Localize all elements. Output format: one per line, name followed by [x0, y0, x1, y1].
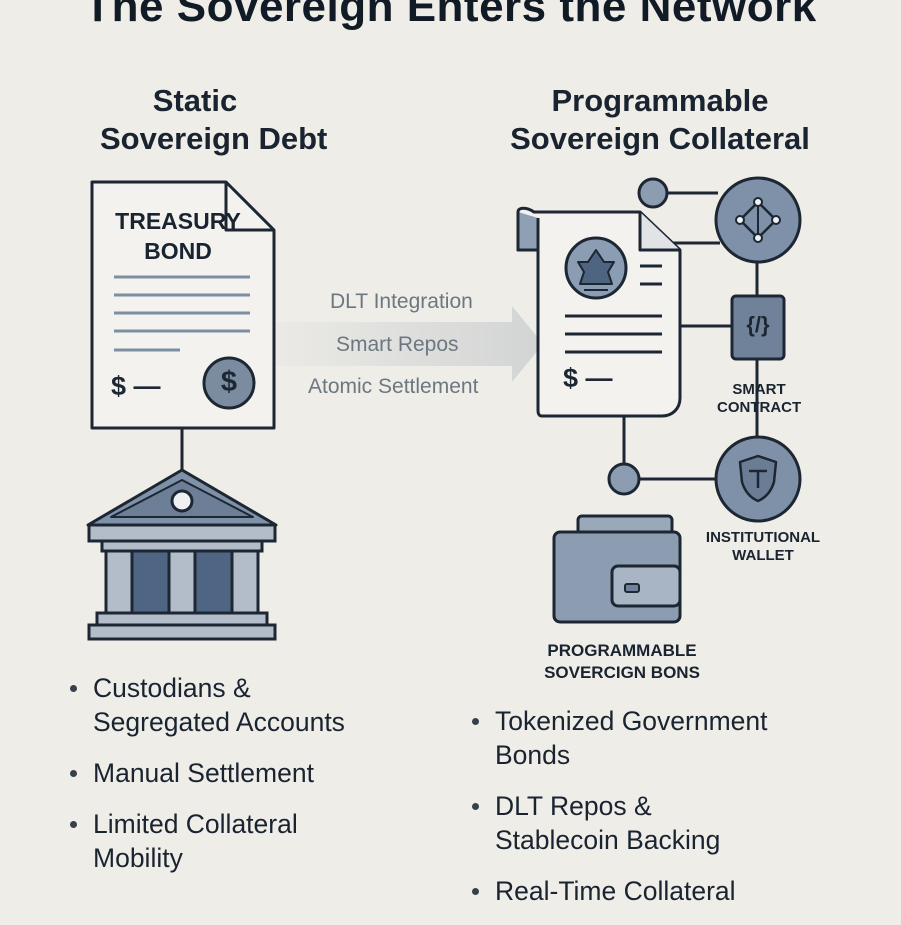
- network-node-icon: [637, 177, 669, 209]
- list-item: Tokenized Government Bonds: [470, 704, 768, 772]
- list-item: Real-Time Collateral: [470, 874, 768, 908]
- list-item: Limited Collateral Mobility: [68, 807, 345, 875]
- transition-item-atomic-settlement: Atomic Settlement: [308, 375, 479, 398]
- central-bank-icon: [86, 468, 278, 641]
- page-title: The Sovereign Enters the Network: [84, 0, 817, 31]
- treasury-label-line-2: BOND: [144, 238, 212, 264]
- smart-contract-icon: [730, 294, 786, 361]
- right-heading-line-2: Sovereign Collateral: [510, 121, 810, 156]
- bullet-line: Real-Time Collateral: [495, 876, 736, 906]
- government-seal-icon: [564, 236, 628, 300]
- list-item: DLT Repos & Stablecoin Backing: [470, 789, 768, 857]
- programmable-bond-document: [516, 206, 682, 418]
- left-heading-line-2: Sovereign Debt: [100, 121, 328, 156]
- left-bullet-list: Custodians & Segregated Accounts Manual …: [68, 671, 345, 892]
- left-heading-line-1: Static: [152, 83, 238, 118]
- network-node-icon: [607, 462, 641, 496]
- blockchain-network-icon: [714, 176, 802, 264]
- institutional-wallet-label: INSTITUTIONAL WALLET: [700, 529, 826, 565]
- transition-item-smart-repos: Smart Repos: [336, 333, 459, 356]
- smart-contract-label-line-2: CONTRACT: [717, 399, 802, 416]
- bullet-line: DLT Repos &: [495, 791, 652, 821]
- right-bullet-list: Tokenized Government Bonds DLT Repos & S…: [470, 704, 768, 925]
- programmable-bonds-label: PROGRAMMABLE SOVERCIGN BONS: [528, 640, 716, 684]
- smart-contract-label-line-1: SMART: [732, 381, 786, 398]
- bullet-line: Stablecoin Backing: [495, 825, 721, 855]
- right-column-heading: Programmable Sovereign Collateral: [480, 82, 840, 158]
- bullet-line: Custodians &: [93, 673, 251, 703]
- bullet-line: Mobility: [93, 843, 183, 873]
- code-glyph: {/}: [746, 312, 770, 337]
- bullet-line: Segregated Accounts: [93, 707, 345, 737]
- treasury-bond-label: TREASURY BOND: [100, 206, 256, 266]
- dollar-badge-icon: [202, 356, 256, 410]
- treasury-label-line-1: TREASURY: [115, 208, 241, 234]
- bullet-line: Manual Settlement: [93, 758, 314, 788]
- bullet-line: Bonds: [495, 740, 571, 770]
- wallet-label-line-2: WALLET: [732, 547, 794, 564]
- bullet-line: Tokenized Government: [495, 706, 768, 736]
- bullet-line: Limited Collateral: [93, 809, 298, 839]
- bonds-label-line-2: SOVERCIGN BONS: [544, 663, 700, 682]
- wallet-label-line-1: INSTITUTIONAL: [705, 529, 821, 546]
- shield-icon: [714, 435, 802, 523]
- transition-arrow: [270, 306, 543, 382]
- dollar-badge-glyph: $: [220, 366, 238, 398]
- programmable-bond-amount: $ —: [563, 363, 613, 393]
- list-item: Manual Settlement: [68, 756, 345, 790]
- left-column-heading: Static Sovereign Debt: [100, 82, 328, 158]
- transition-item-dlt-integration: DLT Integration: [330, 290, 473, 313]
- bonds-label-line-1: PROGRAMMABLE: [547, 641, 697, 660]
- list-item: Custodians & Segregated Accounts: [68, 671, 345, 739]
- wallet-icon: [552, 514, 682, 624]
- smart-contract-label: SMART CONTRACT: [717, 381, 801, 417]
- bond-amount: $ —: [111, 371, 161, 401]
- right-heading-line-1: Programmable: [551, 83, 769, 118]
- diagram-canvas: [86, 176, 802, 641]
